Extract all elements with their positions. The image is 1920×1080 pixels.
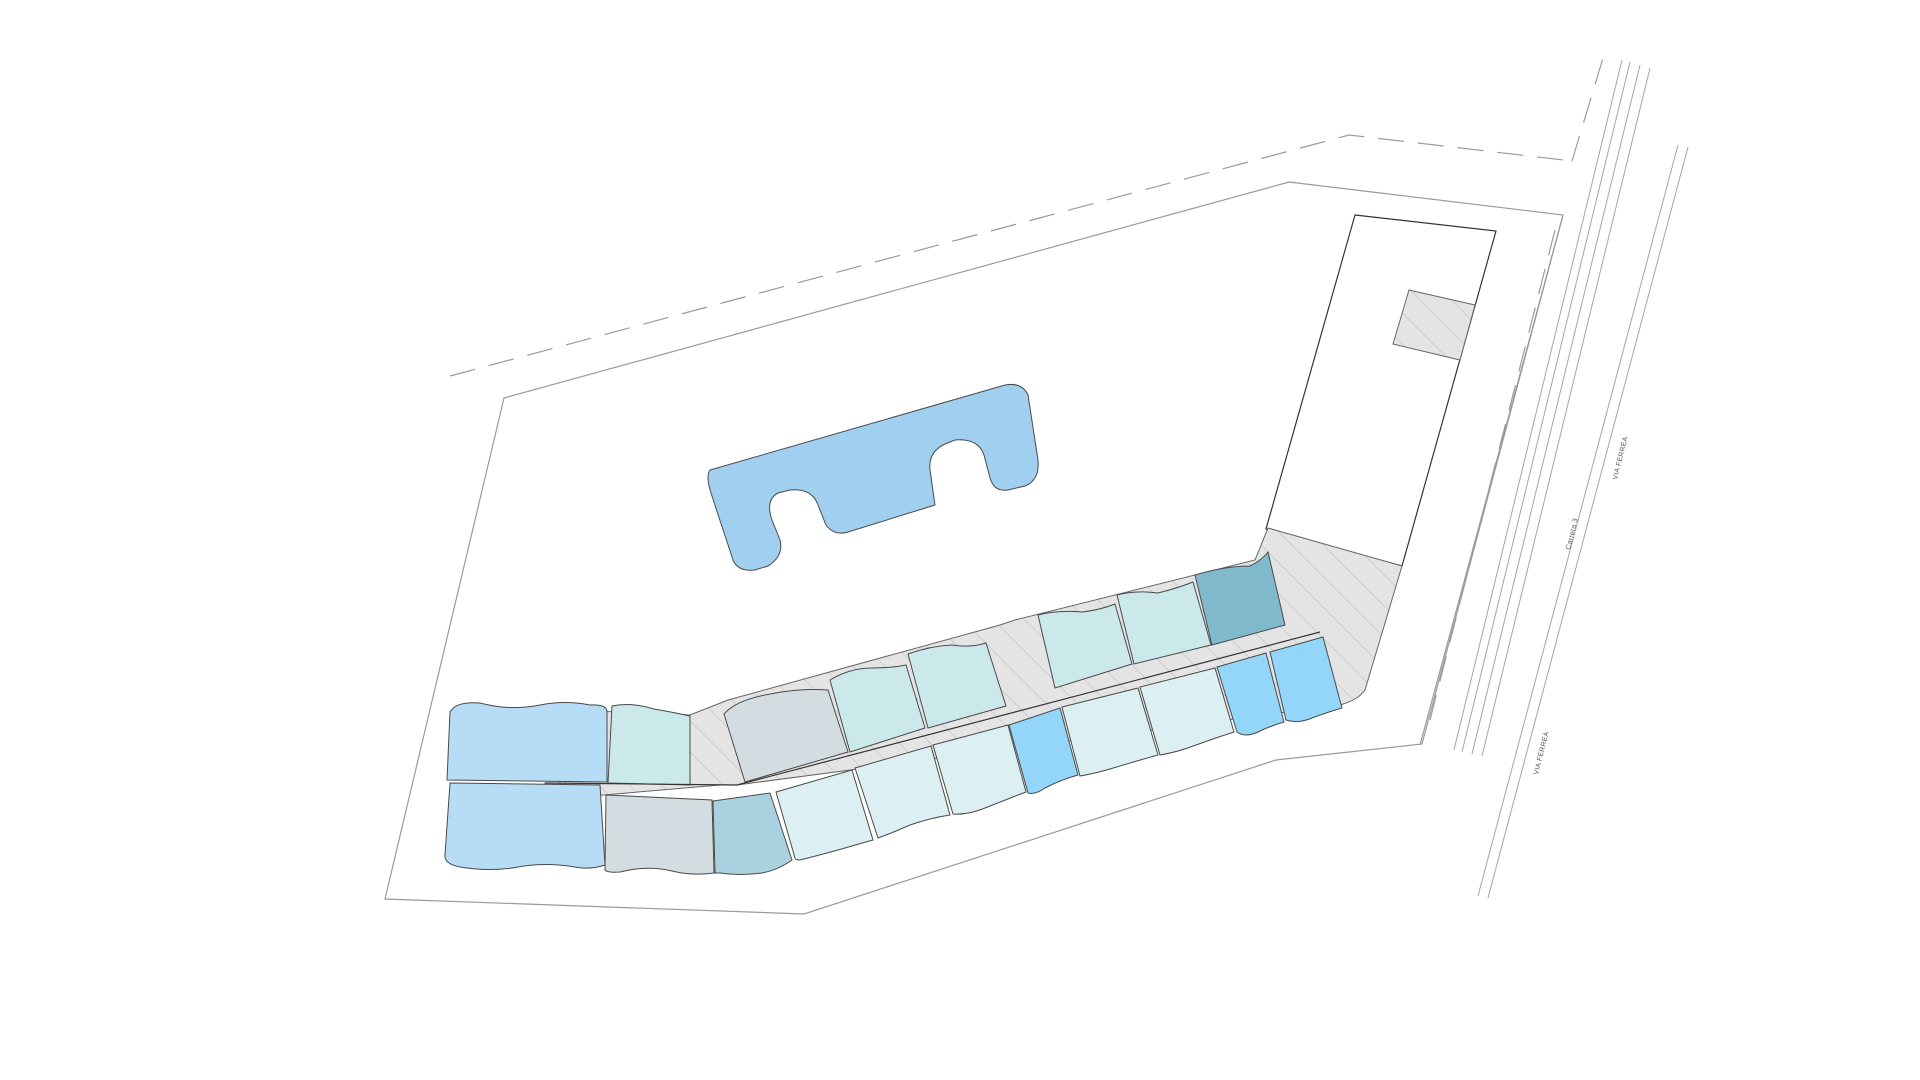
carrera-3-label: Carrera 3 [1565, 517, 1580, 550]
carrera-3-road [1419, 59, 1651, 757]
unit-teal-upper-2[interactable] [907, 642, 1007, 729]
unit-teal-light-lower-4[interactable] [1061, 687, 1159, 777]
unit-gray-left[interactable] [604, 794, 715, 875]
unit-teal-light-lower-3[interactable] [932, 724, 1027, 815]
unit-sky-lower-3[interactable] [1269, 636, 1343, 723]
unit-light-blue-top-left[interactable] [446, 702, 608, 783]
unit-light-blue-bottom-left[interactable] [444, 782, 606, 870]
unit-sky-lower-1[interactable] [1008, 707, 1079, 794]
housing-units [444, 550, 1343, 875]
unit-gray-upper[interactable] [723, 689, 849, 783]
unit-teal-upper-3[interactable] [1037, 603, 1133, 689]
unit-steel-left[interactable] [712, 792, 793, 875]
outer-boundary-dashed [449, 134, 1573, 377]
walkway-edge [544, 631, 1321, 786]
unit-teal-light-lower-1[interactable] [775, 769, 874, 861]
unit-teal-upper-4[interactable] [1116, 581, 1212, 665]
unit-teal-light-lower-5[interactable] [1139, 667, 1235, 756]
unit-dark-teal-upper[interactable] [1194, 550, 1286, 646]
unit-teal-light-lower-2[interactable] [854, 745, 951, 839]
outer-boundary-dashed-right [1571, 47, 1607, 162]
service-block-hatched-area [1392, 289, 1476, 361]
unit-teal-upper-1[interactable] [829, 664, 926, 753]
central-building[interactable] [707, 384, 1039, 571]
unit-sky-lower-2[interactable] [1216, 652, 1285, 736]
via-ferrea-label-bottom: VIA FERREA [1533, 731, 1551, 776]
site-boundary [384, 181, 1564, 915]
unit-teal-left-1[interactable] [607, 704, 691, 786]
via-ferrea-label-top: VIA FERREA [1612, 436, 1630, 481]
service-block[interactable] [1265, 214, 1497, 567]
via-ferrea-railway [1477, 144, 1689, 899]
